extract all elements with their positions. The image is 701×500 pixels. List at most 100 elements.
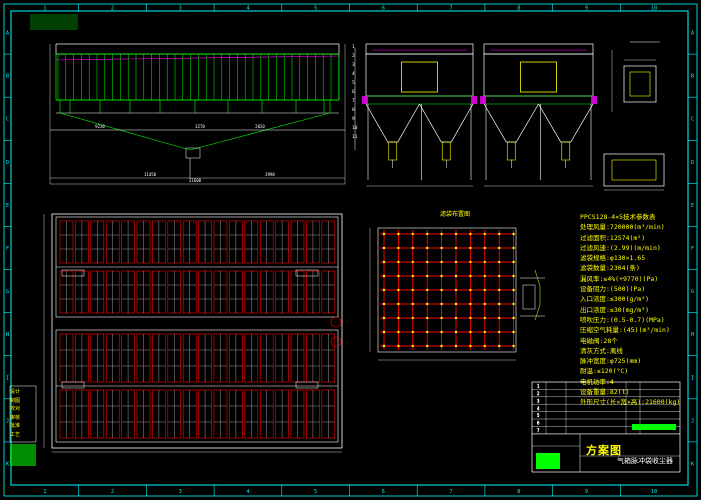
callout-label: 10 [352, 125, 358, 131]
callout-label: 6 [352, 89, 355, 95]
flange-detail [520, 269, 545, 321]
grid-letter-label: H [6, 332, 9, 338]
left-stack-label: 批准 [10, 423, 21, 429]
bag-node [411, 232, 414, 236]
bag-node [426, 302, 429, 306]
spec-line: 入口浓度:≤300(g/m³) [580, 295, 650, 304]
bag-node [382, 344, 386, 348]
title-block-row-number: 7 [537, 428, 540, 433]
title-block-row-number: 5 [537, 413, 540, 418]
spec-line: 耐温:≤120(°C) [580, 367, 629, 376]
bag-node [411, 344, 414, 348]
grid-number-label: 1 [43, 489, 46, 495]
bag-node [411, 316, 414, 320]
callout-label: 7 [352, 98, 355, 104]
grid-letter-label: D [691, 160, 694, 166]
spec-line: 处理风量:720000(m³/min) [580, 223, 665, 232]
grid-letter-label: J [691, 418, 694, 424]
grid-letter-label: C [6, 117, 9, 123]
bag-node [426, 246, 429, 250]
bag-node [382, 274, 386, 278]
bag-node [483, 288, 486, 292]
bag-node [397, 246, 400, 250]
bag-node [454, 288, 458, 292]
grid-number-label: 1 [43, 6, 46, 12]
bag-node [498, 344, 501, 348]
grid-letter-label: K [691, 461, 694, 467]
bag-node [498, 302, 501, 306]
grid-number-label: 9 [585, 489, 588, 495]
bag-node [440, 316, 443, 320]
bag-node [454, 330, 458, 334]
grid-number-label: 7 [450, 489, 453, 495]
grid-letter-label: F [691, 246, 694, 252]
technical-spec-block: PPCS128-4×5技术参数表 处理风量:720000(m³/min) 过滤面… [580, 212, 685, 408]
spec-line: 脉冲宽度:φ725(mm) [580, 357, 642, 366]
callout-label: 2 [352, 53, 355, 59]
hopper [419, 103, 474, 143]
callout-label: 3 [352, 62, 355, 68]
grid-number-label: 6 [382, 489, 385, 495]
grid-number-label: 2 [111, 6, 114, 12]
bag-node [498, 246, 501, 250]
bag-node [397, 302, 400, 306]
grid-number-label: 5 [314, 489, 317, 495]
bag-node [440, 232, 443, 236]
bag-node [440, 344, 443, 348]
spec-line: 设备阻力:(500)(Pa) [580, 285, 646, 294]
spec-line: 滤袋规格:φ130×1.65 [580, 254, 646, 263]
left-stack-label: 工艺 [10, 431, 21, 438]
bag-node [397, 288, 400, 292]
detail-view-bottom [603, 153, 665, 191]
callout-label: 4 [352, 71, 355, 77]
top-housing [483, 43, 594, 55]
bag-node [498, 274, 501, 278]
spec-line: 外形尺寸(长×宽×高):21600(kg) [580, 398, 681, 407]
grid-number-label: 3 [179, 6, 182, 12]
bag-node [512, 260, 515, 264]
bag-node [512, 302, 515, 306]
bag-node [469, 232, 472, 236]
hopper-band [483, 95, 594, 105]
grid-border [377, 227, 517, 353]
bag-node [512, 288, 515, 292]
bag-node [440, 260, 443, 264]
bag-node [440, 330, 443, 334]
grid-letter-label: F [6, 246, 9, 252]
hopper [538, 103, 594, 143]
bag-node [382, 302, 386, 306]
dimension-label: 3270 [195, 124, 205, 129]
bag-node [512, 344, 515, 348]
left-stack-labels: 设计 制图 校对 审核 批准 工艺 [10, 388, 34, 439]
bag-node [454, 344, 458, 348]
box-body [365, 53, 474, 97]
bag-node [469, 330, 472, 334]
bag-node [498, 232, 501, 236]
bag-node [426, 316, 429, 320]
title-block-row-number: 4 [537, 406, 540, 411]
detail-view-top [611, 41, 660, 112]
grid-letter-label: B [6, 74, 9, 80]
grid-letter-label: H [691, 332, 694, 338]
bag-node [483, 232, 486, 236]
bag-node [411, 288, 414, 292]
grid-number-label: 10 [651, 6, 657, 12]
grid-letter-label: E [691, 203, 694, 209]
grid-letter-label: C [691, 117, 694, 123]
spec-line: 滤袋数量:2304(条) [580, 264, 640, 273]
bag-node [411, 246, 414, 250]
bag-node [411, 302, 414, 306]
bag-node [483, 344, 486, 348]
bag-node [512, 246, 515, 250]
bag-node [426, 260, 429, 264]
bag-node [397, 274, 400, 278]
left-stack-label: 校对 [10, 406, 21, 412]
bag-node [426, 232, 429, 236]
left-stack-label: 审核 [10, 414, 21, 421]
spec-line: 过滤风速:(2.99)(m/min) [580, 243, 661, 252]
bag-node [397, 330, 400, 334]
spec-line: 压缩空气耗量:(45)(m³/min) [580, 326, 670, 335]
grid-number-label: 4 [246, 489, 249, 495]
grid-letter-label: I [691, 375, 694, 381]
